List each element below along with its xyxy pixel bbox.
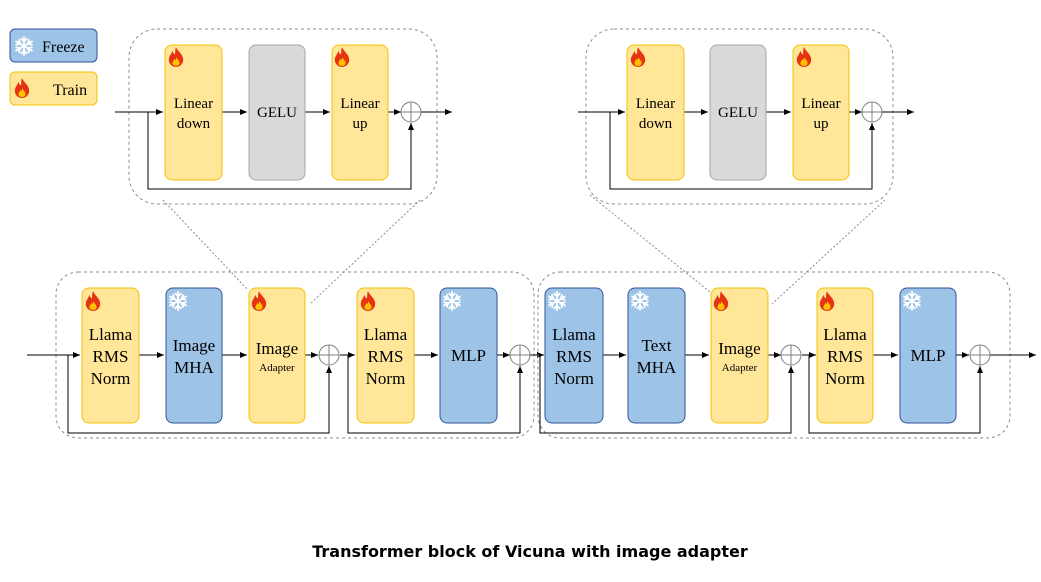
gelu-label: GELU xyxy=(257,105,297,121)
linear-up-label-line1: Linear xyxy=(340,96,379,112)
mlp-box xyxy=(899,287,957,424)
adapter-detail-border xyxy=(585,28,894,205)
norm2-label-line2: RMS xyxy=(827,347,863,366)
image-mha-label-line1: Image xyxy=(173,336,215,355)
text-mha-label-line1: Text xyxy=(642,336,672,355)
llama-rms-norm-box xyxy=(816,287,874,424)
transformer-block-right: Llama RMS Norm Text MHA Image Adapter Ll… xyxy=(537,271,1036,439)
image-adapter-label-line1: Image xyxy=(256,339,298,358)
transformer-block-left: Llama RMS Norm Image MHA Image Adapter L… xyxy=(27,271,544,439)
add-node-icon xyxy=(969,344,991,366)
add-node-icon xyxy=(780,344,802,366)
norm2-label-line3: Norm xyxy=(366,369,406,388)
linear-down-label-line2: down xyxy=(177,116,211,132)
legend-train-box xyxy=(9,71,98,106)
linear-down-box xyxy=(164,44,223,181)
linear-up-box xyxy=(331,44,389,181)
adapter-detail-right: Linear down GELU Linear up xyxy=(578,28,914,205)
image-adapter-label-line1: Image xyxy=(718,339,760,358)
legend-freeze-box xyxy=(9,28,98,63)
linear-up-box xyxy=(792,44,850,181)
mlp-label: MLP xyxy=(451,346,486,365)
llama-rms-norm-box xyxy=(356,287,415,424)
image-adapter-label-line2: Adapter xyxy=(722,362,758,374)
add-node-icon xyxy=(509,344,531,366)
linear-down-box xyxy=(626,44,685,181)
gelu-label: GELU xyxy=(718,105,758,121)
norm1-label-line2: RMS xyxy=(556,347,592,366)
norm1-label-line3: Norm xyxy=(91,369,131,388)
norm1-label-line1: Llama xyxy=(552,325,596,344)
text-mha-label-line2: MHA xyxy=(637,358,677,377)
norm2-label-line1: Llama xyxy=(823,325,867,344)
legend-train-label: Train xyxy=(53,82,87,99)
add-node-icon xyxy=(318,344,340,366)
adapter-detail-left: Linear down GELU Linear up xyxy=(115,28,452,205)
text-mha-box xyxy=(627,287,686,424)
linear-up-label-line2: up xyxy=(353,116,368,132)
zoom-connectors xyxy=(162,194,886,305)
gelu-box xyxy=(709,44,767,181)
norm2-label-line2: RMS xyxy=(368,347,404,366)
legend: Freeze Train xyxy=(9,28,98,106)
gelu-box xyxy=(248,44,306,181)
norm1-label-line2: RMS xyxy=(93,347,129,366)
llama-rms-norm-box xyxy=(81,287,140,424)
linear-up-label-line2: up xyxy=(814,116,829,132)
mlp-label: MLP xyxy=(911,346,946,365)
image-mha-box xyxy=(165,287,223,424)
llama-rms-norm-box xyxy=(544,287,604,424)
norm2-label-line3: Norm xyxy=(825,369,865,388)
adapter-detail-border xyxy=(128,28,438,205)
add-node-icon xyxy=(400,101,422,123)
image-adapter-box xyxy=(710,287,769,424)
linear-down-label-line2: down xyxy=(639,116,673,132)
image-mha-label-line2: MHA xyxy=(174,358,214,377)
image-adapter-label-line2: Adapter xyxy=(259,362,295,374)
norm1-label-line3: Norm xyxy=(554,369,594,388)
mlp-box xyxy=(439,287,498,424)
norm2-label-line1: Llama xyxy=(364,325,408,344)
linear-down-label-line1: Linear xyxy=(174,96,213,112)
norm1-label-line1: Llama xyxy=(89,325,133,344)
add-node-icon xyxy=(861,101,883,123)
image-adapter-box xyxy=(248,287,306,424)
linear-up-label-line1: Linear xyxy=(801,96,840,112)
linear-down-label-line1: Linear xyxy=(636,96,675,112)
legend-freeze-label: Freeze xyxy=(42,39,85,56)
figure-caption: Transformer block of Vicuna with image a… xyxy=(312,542,748,561)
